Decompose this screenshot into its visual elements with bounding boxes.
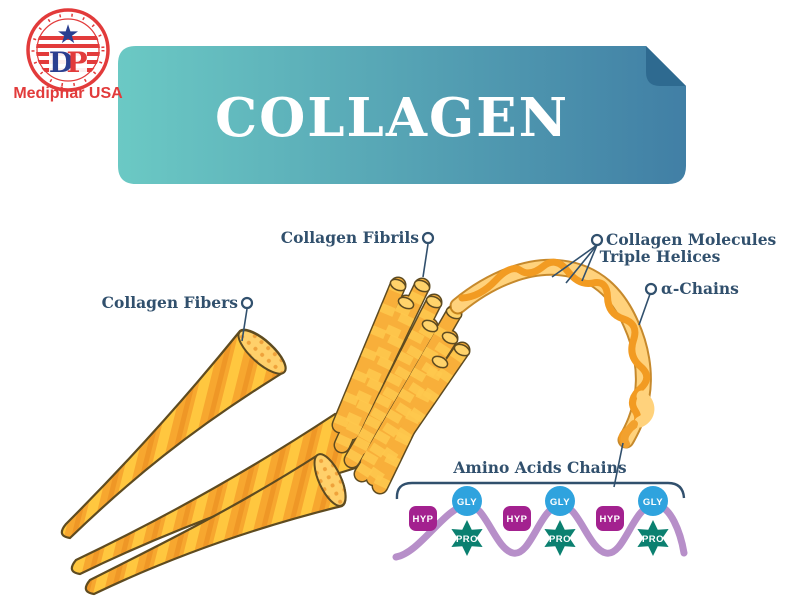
alpha-chains-text: α-Chains (661, 279, 739, 298)
helix-loose-end-dark (620, 420, 638, 448)
collagen-fibers-text: Collagen Fibers (102, 293, 239, 312)
pro-label: PRO (642, 534, 664, 545)
amino-acids-chain: Amino Acids Chains HYP HYP HYP GLY GLY G… (392, 442, 688, 561)
collagen-fibrils-text: Collagen Fibrils (281, 228, 420, 247)
fibers-marker-dot (240, 296, 254, 310)
gly-label: GLY (457, 497, 477, 508)
helix-twist-strand (458, 258, 651, 445)
title-banner: COLLAGEN (118, 46, 686, 184)
gly-label: GLY (550, 497, 570, 508)
logo-star-icon: ★ (56, 19, 79, 49)
triple-helices-text: Triple Helices (600, 247, 721, 266)
pro-label: PRO (549, 534, 571, 545)
triple-helix-illustration (449, 258, 655, 449)
label-collagen-molecules: Collagen Molecules Triple Helices (551, 230, 777, 284)
hyp-squares (409, 506, 624, 531)
fiber-cone-bottom-cap (313, 453, 347, 507)
gly-label: GLY (643, 497, 663, 508)
collagen-fibrils-bundle (331, 276, 471, 495)
amino-leader-line (613, 442, 624, 488)
pro-label: PRO (456, 534, 478, 545)
logo-monogram-plate (49, 49, 87, 74)
hyp-label: HYP (599, 514, 620, 525)
callout-labels: Collagen Fibrils Collagen Fibers Collage… (102, 228, 777, 342)
logo-monogram-p: P (66, 46, 87, 79)
label-alpha-chains: α-Chains (638, 279, 739, 326)
label-collagen-fibers: Collagen Fibers (102, 293, 254, 342)
amino-unit-labels: HYP HYP HYP GLY GLY GLY PRO PRO PRO (412, 497, 664, 545)
amino-bracket (395, 481, 686, 500)
collagen-molecules-text: Collagen Molecules (606, 230, 777, 249)
gly-circles (452, 486, 668, 516)
hyp-label: HYP (506, 514, 527, 525)
fiber-cone-top-cap (237, 329, 287, 375)
banner-plate (118, 46, 686, 184)
logo-dotted-ring (31, 13, 105, 87)
label-collagen-fibrils: Collagen Fibrils (281, 228, 435, 278)
molecules-marker-dot (590, 233, 604, 247)
fibrils-marker-dot (421, 231, 435, 245)
helix-loose-end-light (634, 390, 655, 428)
banner-fold-corner (646, 46, 686, 86)
logo-monogram-d: D (49, 46, 73, 79)
alpha-chains-marker-dot (644, 282, 658, 296)
logo-inner-ring (36, 18, 100, 82)
logo-brand-name: Mediphar USA (13, 85, 123, 102)
amino-acids-chains-label: Amino Acids Chains (452, 458, 626, 477)
mediphar-logo: ★ D P Mediphar USA (13, 8, 123, 102)
page-title: COLLAGEN (215, 87, 569, 149)
collagen-fibers-illustration (60, 276, 471, 596)
hyp-label: HYP (412, 514, 433, 525)
